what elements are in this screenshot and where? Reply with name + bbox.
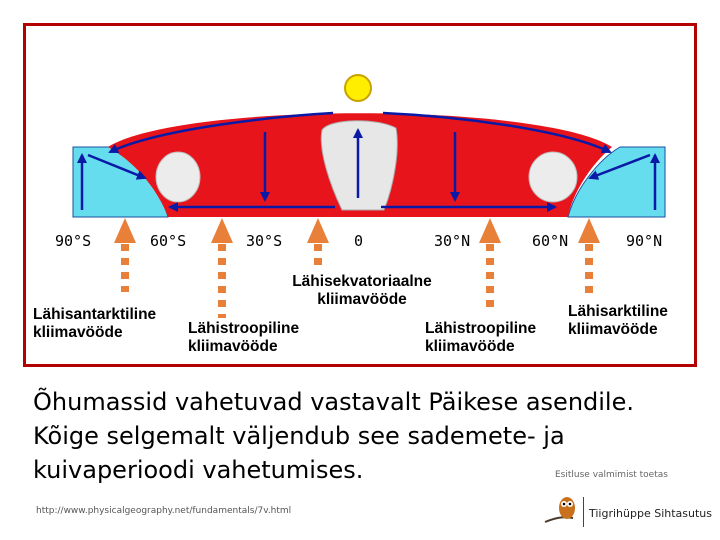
sun-icon bbox=[344, 74, 372, 102]
source-link[interactable]: http://www.physicalgeography.net/fundame… bbox=[36, 506, 292, 516]
tick-label: 90°N bbox=[626, 232, 662, 250]
slide-caption: Õhumassid vahetuvad vastavalt Päikese as… bbox=[33, 388, 634, 484]
cloud-masses bbox=[155, 120, 578, 211]
circulation-diagram: 90°S 60°S 30°S 0 30°N 60°N 90°N bbox=[55, 74, 666, 318]
indicator-north-tropical bbox=[479, 218, 501, 310]
logo-divider bbox=[583, 497, 584, 527]
tick-label: 0 bbox=[354, 232, 363, 250]
latitude-axis: 90°S 60°S 30°S 0 30°N 60°N 90°N bbox=[55, 232, 662, 250]
circulation-arrows bbox=[77, 111, 660, 212]
tick-label: 60°S bbox=[150, 232, 186, 250]
north-polar-air-mass bbox=[567, 146, 666, 218]
indicator-equatorial bbox=[307, 218, 329, 266]
tick-label: 90°S bbox=[55, 232, 91, 250]
tick-label: 30°S bbox=[246, 232, 282, 250]
diagram-frame bbox=[23, 23, 697, 367]
indicator-south-polar bbox=[114, 218, 136, 292]
owl-logo-icon bbox=[544, 497, 575, 523]
zone-indicators bbox=[114, 218, 600, 318]
indicator-south-tropical bbox=[211, 218, 233, 318]
tick-label: 30°N bbox=[434, 232, 470, 250]
sponsor-note: Esitluse valmimist toetas bbox=[555, 470, 668, 480]
foundation-name: Tiigrihüppe Sihtasutus bbox=[589, 507, 713, 520]
indicator-north-polar bbox=[578, 218, 600, 300]
tick-label: 60°N bbox=[532, 232, 568, 250]
